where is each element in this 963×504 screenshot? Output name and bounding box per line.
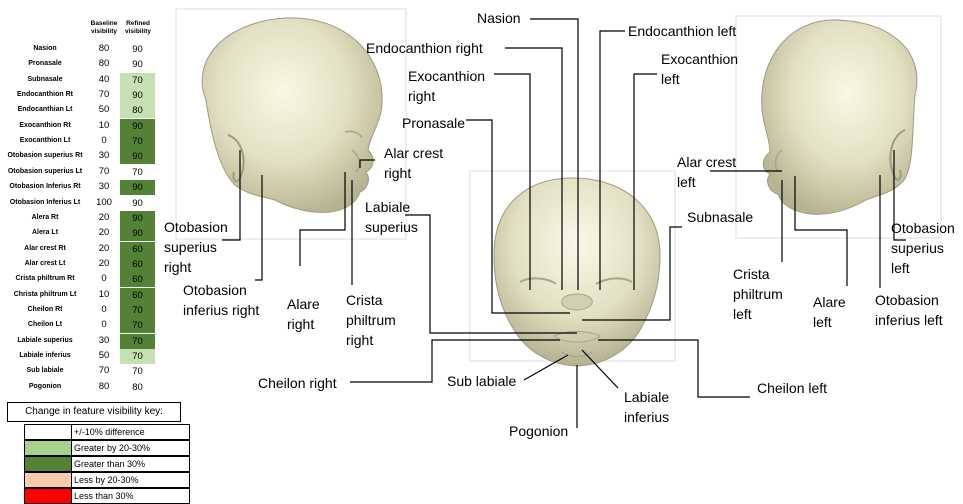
label-alar-crest-left: Alar crest left: [677, 152, 747, 192]
label-endocanthion-left: Endocanthion left: [628, 21, 736, 41]
label-otobasion-superius-left: Otobasion superius left: [891, 218, 961, 278]
label-labiale-inferius: Labiale inferius: [624, 387, 684, 427]
right-profile-head: [202, 18, 382, 213]
label-subnasale: Subnasale: [687, 207, 753, 227]
label-labiale-superius: Labiale superius: [365, 197, 435, 237]
label-endocanthion-right: Endocanthion right: [366, 38, 483, 58]
label-crista-philtrum-right: Crista philtrum right: [346, 290, 406, 350]
label-alare-left: Alare left: [813, 292, 853, 332]
label-exocanthion-right: Exocanthion right: [408, 66, 496, 106]
label-nasion: Nasion: [477, 8, 521, 28]
label-crista-philtrum-left: Crista philtrum left: [733, 264, 793, 324]
label-alare-right: Alare right: [287, 294, 327, 334]
frontal-head: [494, 178, 660, 366]
label-sub-labiale: Sub labiale: [447, 371, 516, 391]
label-otobasion-inferius-right: Otobasion inferius right: [183, 280, 278, 320]
label-cheilon-right: Cheilon right: [258, 373, 337, 393]
label-cheilon-left: Cheilon left: [757, 378, 827, 398]
label-pronasale: Pronasale: [402, 113, 465, 133]
label-otobasion-inferius-left: Otobasion inferius left: [875, 290, 960, 330]
label-alar-crest-right: Alar crest right: [384, 143, 454, 183]
label-otobasion-superius-right: Otobasion superius right: [164, 217, 234, 277]
label-pogonion: Pogonion: [509, 421, 568, 441]
label-exocanthion-left: Exocanthion left: [661, 49, 751, 89]
